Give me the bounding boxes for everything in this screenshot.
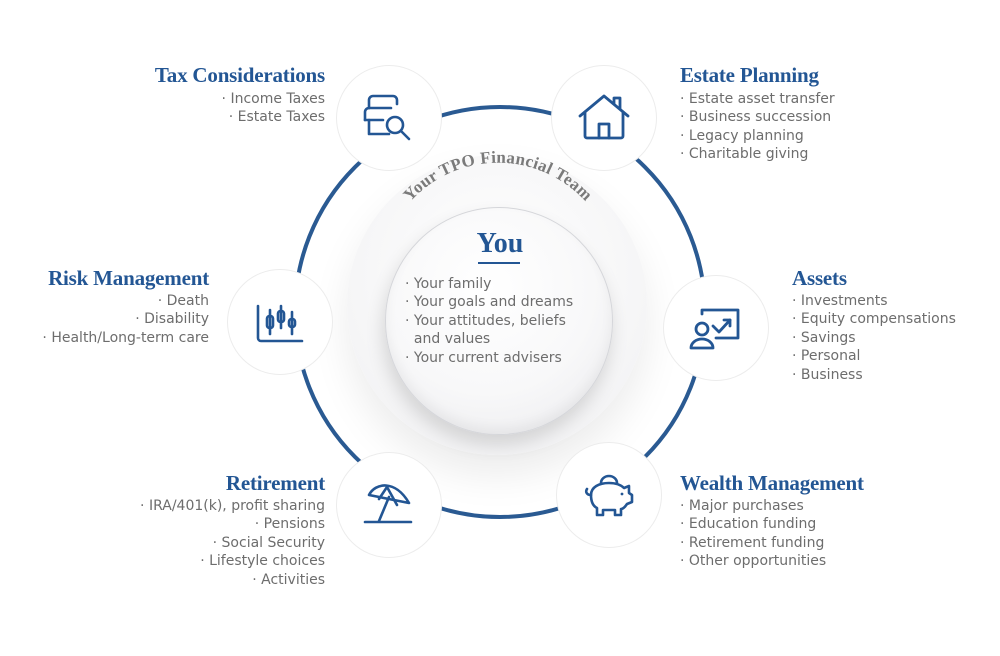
center-list-item: and values [413, 331, 491, 348]
section-title-wealth-management: Wealth Management [680, 471, 864, 495]
section-list-risk-management: Death Disability Health/Long-term care [42, 292, 209, 347]
section-list-retirement: IRA/401(k), profit sharing Pensions Soci… [140, 497, 325, 589]
document-search-icon [363, 94, 411, 141]
section-title-retirement: Retirement [225, 471, 325, 495]
tax-considerations-icon-circle [336, 65, 442, 171]
list-item: IRA/401(k), profit sharing [140, 497, 325, 515]
beach-umbrella-icon [363, 484, 413, 524]
list-item: Major purchases [680, 497, 826, 515]
list-item: Death [42, 292, 209, 310]
piggy-bank-icon [584, 474, 634, 517]
list-item: Charitable giving [680, 145, 835, 163]
section-title-estate-planning: Estate Planning [680, 63, 819, 87]
center-list-item: Your goals and dreams [405, 293, 573, 311]
center-list-item: Your attitudes, beliefs [405, 312, 573, 330]
list-item: Health/Long-term care [42, 329, 209, 347]
list-item: Income Taxes [222, 90, 325, 108]
list-item: Savings [792, 329, 956, 347]
list-item: Business succession [680, 108, 835, 126]
risk-management-icon-circle [227, 269, 333, 375]
list-item: Pensions [140, 515, 325, 533]
list-item: Estate Taxes [222, 108, 325, 126]
list-item: Other opportunities [680, 552, 826, 570]
center-list: Your family Your goals and dreams Your a… [405, 275, 573, 367]
retirement-icon-circle [336, 452, 442, 558]
list-item: Equity compensations [792, 310, 956, 328]
center-list-item: Your current advisers [405, 349, 573, 367]
candlestick-chart-icon [256, 304, 304, 343]
list-item: Business [792, 366, 956, 384]
section-list-tax-considerations: Income Taxes Estate Taxes [222, 90, 325, 127]
section-title-tax-considerations: Tax Considerations [154, 63, 325, 87]
list-item: Activities [140, 571, 325, 589]
section-title-risk-management: Risk Management [48, 266, 209, 290]
list-item: Social Security [140, 534, 325, 552]
house-icon [578, 94, 630, 140]
list-item: Disability [42, 310, 209, 328]
center-title: You [476, 228, 524, 259]
list-item: Education funding [680, 515, 826, 533]
section-title-assets: Assets [792, 266, 847, 290]
center-list-item: Your family [405, 275, 573, 293]
list-item: Lifestyle choices [140, 552, 325, 570]
presentation-growth-icon [689, 308, 740, 350]
list-item: Personal [792, 347, 956, 365]
section-list-wealth-management: Major purchases Education funding Retire… [680, 497, 826, 571]
section-list-estate-planning: Estate asset transfer Business successio… [680, 90, 835, 164]
list-item: Retirement funding [680, 534, 826, 552]
list-item: Legacy planning [680, 127, 835, 145]
center-title-underline [478, 262, 520, 264]
assets-icon-circle [663, 275, 769, 381]
section-list-assets: Investments Equity compensations Savings… [792, 292, 956, 384]
wealth-management-icon-circle [556, 442, 662, 548]
list-item: Investments [792, 292, 956, 310]
estate-planning-icon-circle [551, 65, 657, 171]
list-item: Estate asset transfer [680, 90, 835, 108]
